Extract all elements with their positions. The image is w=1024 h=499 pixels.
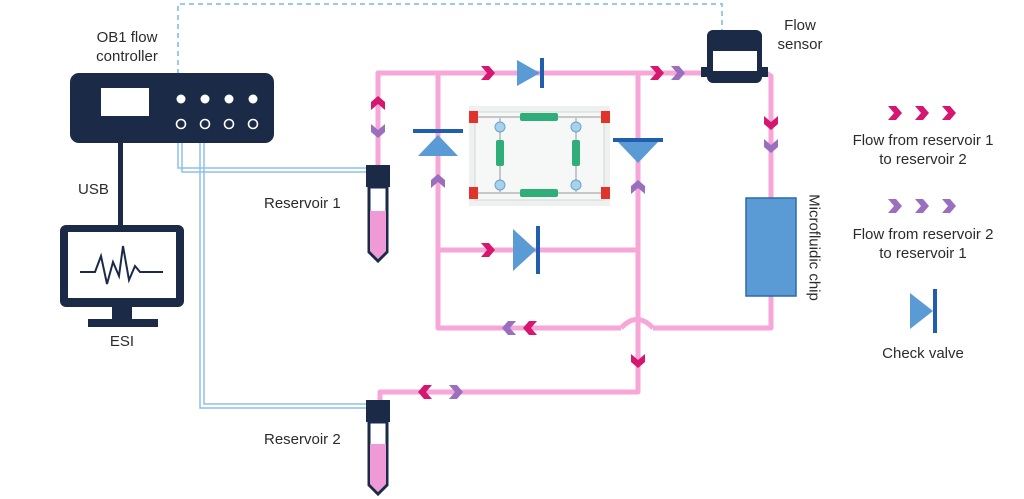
legend-arrows-1-to-2 — [888, 106, 956, 120]
reservoir-2-label: Reservoir 2 — [264, 431, 341, 448]
reservoir-1-label: Reservoir 1 — [264, 195, 341, 212]
flow-sensor-label-line1: Flow — [784, 17, 816, 34]
legend-arrows-2-to-1 — [888, 199, 956, 213]
controller-label: OB1 flow controller — [70, 28, 184, 66]
microfluidic-chip-label: Microfluidic chip — [805, 194, 823, 301]
flow-sensor-icon — [701, 30, 768, 83]
check-valve-top — [517, 58, 544, 88]
flow-sensor-label: Flow sensor — [770, 16, 830, 54]
pressure-line-reservoir-2 — [199, 124, 370, 409]
legend-flow-1-to-2-line2: to reservoir 2 — [879, 151, 967, 168]
sensor-signal-line — [177, 3, 723, 92]
valve-setup-photo — [469, 106, 610, 206]
check-valve-left — [413, 129, 463, 156]
legend-flow-2-to-1-label: Flow from reservoir 2 to reservoir 1 — [830, 225, 1016, 263]
check-valve-middle — [513, 226, 540, 274]
esi-label: ESI — [109, 333, 135, 350]
controller-label-line1: OB1 flow — [96, 29, 158, 46]
flow-sensor-label-line2: sensor — [777, 36, 823, 53]
controller-label-line2: controller — [96, 48, 158, 65]
legend-check-valve-icon — [910, 289, 937, 333]
monitor-icon — [60, 225, 184, 327]
usb-cable — [118, 140, 123, 230]
flow-controller-icon — [70, 73, 274, 143]
legend-flow-1-to-2-label: Flow from reservoir 1 to reservoir 2 — [830, 131, 1016, 169]
legend-flow-2-to-1-line1: Flow from reservoir 2 — [852, 226, 994, 243]
microfluidic-chip — [745, 197, 797, 297]
usb-label: USB — [78, 181, 109, 198]
legend-flow-2-to-1-line2: to reservoir 1 — [879, 245, 967, 262]
reservoir-2 — [366, 400, 390, 497]
check-valve-right — [613, 138, 663, 163]
legend-flow-1-to-2-line1: Flow from reservoir 1 — [852, 132, 994, 149]
legend-check-valve-label: Check valve — [882, 345, 964, 362]
reservoir-1 — [366, 165, 390, 264]
